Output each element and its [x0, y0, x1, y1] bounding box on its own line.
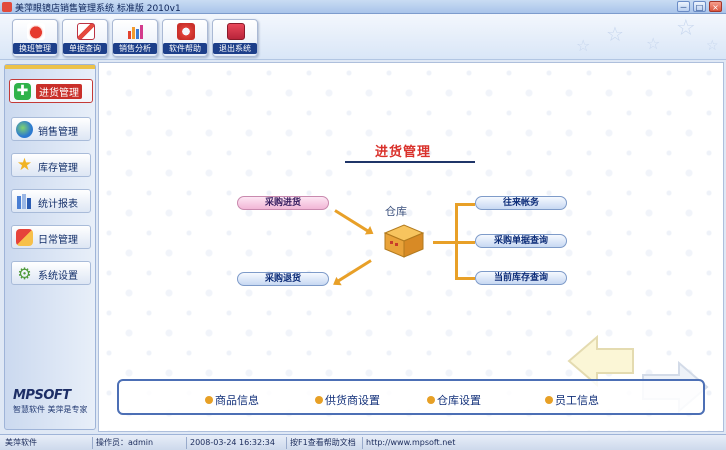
connector-top	[455, 203, 475, 206]
exit-system-button[interactable]: 退出系统	[212, 19, 258, 57]
bullet-icon	[427, 396, 435, 404]
supplier-settings-link[interactable]: 供货商设置	[315, 392, 380, 408]
purchase-in-button[interactable]: 采购进货	[237, 196, 329, 210]
switch-shift-icon	[27, 23, 45, 40]
sidebar-item-label: 库存管理	[38, 163, 78, 174]
sidebar-item-settings[interactable]: ⚙ 系统设置	[11, 261, 91, 285]
sidebar-item-sales[interactable]: 销售管理	[11, 117, 91, 141]
connector-stem	[433, 241, 457, 244]
bullet-icon	[545, 396, 553, 404]
star-icon: ☆	[606, 22, 624, 46]
star-icon: ★	[16, 155, 33, 175]
window-title: 美萍眼镜店销售管理系统 标准版 2010v1	[15, 4, 181, 14]
sidebar-item-inventory[interactable]: ★ 库存管理	[11, 153, 91, 177]
connector-bottom	[455, 277, 475, 280]
status-datetime: 2008-03-24 16:32:34	[186, 437, 275, 449]
close-button[interactable]: ×	[709, 1, 722, 12]
title-underline	[345, 161, 475, 163]
bullet-icon	[205, 396, 213, 404]
decorative-stars: ☆ ☆ ☆ ☆ ☆	[546, 14, 726, 60]
sidebar-item-label: 统计报表	[38, 199, 78, 210]
bullet-icon	[315, 396, 323, 404]
calendar-icon	[16, 229, 33, 246]
status-bar: 美萍软件 操作员：admin 2008-03-24 16:32:34 按F1查看…	[0, 434, 726, 450]
sales-analysis-button[interactable]: 销售分析	[112, 19, 158, 57]
minimize-button[interactable]: －	[677, 1, 690, 12]
exit-icon	[227, 23, 245, 40]
accounts-button[interactable]: 往来帐务	[475, 196, 567, 210]
document-search-icon	[77, 23, 95, 40]
warehouse-box-icon[interactable]	[381, 223, 427, 259]
window-controls: － □ ×	[677, 1, 722, 12]
brand-logo: MPSOFT	[13, 388, 71, 403]
warehouse-label: 仓库	[385, 205, 407, 218]
star-icon: ☆	[576, 36, 591, 55]
brand-slogan: 智慧软件 美萍是专家	[13, 405, 88, 414]
product-info-link[interactable]: 商品信息	[205, 392, 259, 408]
app-icon	[2, 2, 12, 12]
bar-chart-icon	[128, 25, 143, 39]
sidebar-item-reports[interactable]: 统计报表	[11, 189, 91, 213]
sidebar-item-label: 日常管理	[38, 235, 78, 246]
employee-info-link[interactable]: 员工信息	[545, 392, 599, 408]
status-url: http://www.mpsoft.net	[362, 437, 455, 449]
document-search-label: 单据查询	[63, 43, 107, 54]
exit-system-label: 退出系统	[213, 43, 257, 54]
globe-icon	[16, 121, 33, 138]
toolbar: 换班管理 单据查询 销售分析 软件帮助 退出系统 ☆ ☆ ☆ ☆ ☆	[0, 14, 726, 60]
gear-icon: ⚙	[17, 264, 32, 283]
sales-analysis-label: 销售分析	[113, 43, 157, 54]
software-help-button[interactable]: 软件帮助	[162, 19, 208, 57]
title-bar: 美萍眼镜店销售管理系统 标准版 2010v1 － □ ×	[0, 0, 726, 14]
report-icon	[17, 194, 31, 209]
sidebar-item-purchase[interactable]: ✚ 进货管理	[9, 79, 93, 103]
warehouse-settings-link[interactable]: 仓库设置	[427, 392, 481, 408]
sidebar-item-daily[interactable]: 日常管理	[11, 225, 91, 249]
brand: MPSOFT 智慧软件 美萍是专家	[13, 388, 91, 415]
status-operator: 操作员：admin	[92, 437, 153, 449]
sidebar-item-label: 系统设置	[38, 271, 78, 282]
quick-links-bar: 商品信息 供货商设置 仓库设置 员工信息	[117, 379, 705, 415]
star-icon: ☆	[646, 34, 661, 53]
star-icon: ☆	[676, 16, 696, 41]
switch-shift-button[interactable]: 换班管理	[12, 19, 58, 57]
sidebar-item-label: 销售管理	[38, 127, 78, 138]
document-search-button[interactable]: 单据查询	[62, 19, 108, 57]
purchase-records-button[interactable]: 采购单据查询	[475, 234, 567, 248]
page-title: 进货管理	[375, 145, 432, 160]
status-company: 美萍软件	[5, 438, 37, 447]
purchase-return-button[interactable]: 采购退货	[237, 272, 329, 286]
status-help: 按F1查看帮助文档	[286, 437, 356, 449]
sidebar: ✚ 进货管理 销售管理 ★ 库存管理 统计报表 日常管理 ⚙ 系统设置 MPSO…	[4, 64, 96, 430]
software-help-label: 软件帮助	[163, 43, 207, 54]
star-icon: ☆	[706, 38, 719, 54]
help-icon	[177, 23, 195, 40]
switch-shift-label: 换班管理	[13, 43, 57, 54]
maximize-button[interactable]: □	[693, 1, 706, 12]
connector-middle	[455, 241, 475, 244]
main-panel: 进货管理 采购进货 采购退货 仓库 往来帐务 采购单据查询 当前库存查询 商品信…	[98, 62, 724, 432]
sidebar-item-label: 进货管理	[36, 84, 82, 99]
sidebar-accent	[5, 65, 95, 69]
current-stock-button[interactable]: 当前库存查询	[475, 271, 567, 285]
plus-icon: ✚	[14, 83, 31, 100]
